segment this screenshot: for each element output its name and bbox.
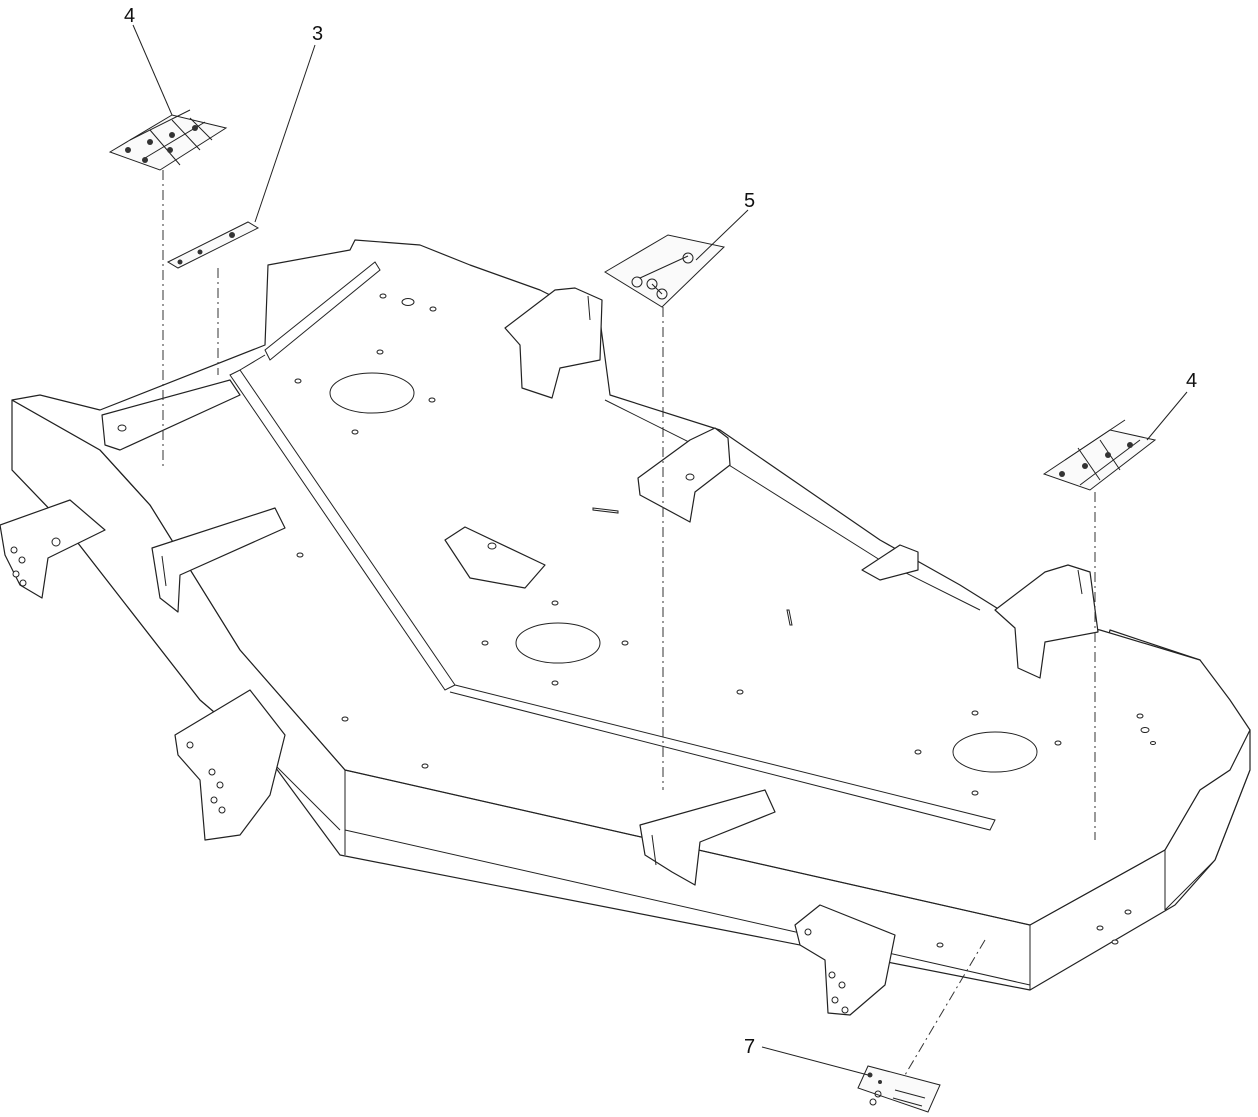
slot-mark-1 bbox=[592, 507, 619, 514]
tension-cable bbox=[604, 399, 981, 611]
mount-bracket-mid-left bbox=[151, 507, 286, 613]
spindle-plate bbox=[444, 526, 546, 589]
placement-lines bbox=[162, 170, 1096, 1076]
callout-label-decal-c: 5 bbox=[744, 190, 755, 212]
callout-label-decal-a: 4 bbox=[124, 5, 135, 27]
rear-lift-bracket-left bbox=[504, 287, 603, 399]
decal-d-warning bbox=[1042, 419, 1157, 491]
slot-mark-2 bbox=[786, 609, 793, 626]
spindle-hole-center bbox=[515, 622, 601, 664]
callout-label-decal-b: 3 bbox=[312, 23, 323, 45]
mount-bracket-left-front bbox=[0, 499, 106, 599]
baffle-rail-top bbox=[264, 261, 381, 361]
spindle-hole-left bbox=[329, 372, 415, 414]
deck-left-band bbox=[11, 400, 346, 831]
decal-a-warning bbox=[108, 109, 228, 171]
bolt-holes bbox=[294, 293, 1156, 948]
idler-bracket-2 bbox=[861, 544, 919, 581]
callout-label-decal-e: 7 bbox=[744, 1036, 755, 1058]
decal-c-height-chart bbox=[604, 234, 726, 308]
idler-bracket-1 bbox=[637, 427, 731, 523]
deck-right-band bbox=[1164, 769, 1251, 911]
callout-label-decal-d: 4 bbox=[1186, 370, 1197, 392]
mount-bracket-left-rear bbox=[101, 379, 241, 451]
leader-lines bbox=[132, 24, 1188, 1076]
rear-lift-bracket-right bbox=[994, 564, 1099, 679]
decal-b-safety-strip bbox=[166, 221, 260, 269]
spindle-hole-right bbox=[952, 731, 1038, 773]
mount-bracket-front-left bbox=[174, 689, 286, 841]
mount-bracket-front-center bbox=[639, 789, 776, 886]
deck-front-band bbox=[344, 769, 1166, 990]
mower-deck bbox=[0, 239, 1251, 1016]
mount-bracket-front-right bbox=[794, 904, 896, 1016]
baffle-rail-center bbox=[449, 684, 996, 831]
decal-e-cut-height bbox=[857, 1065, 941, 1113]
